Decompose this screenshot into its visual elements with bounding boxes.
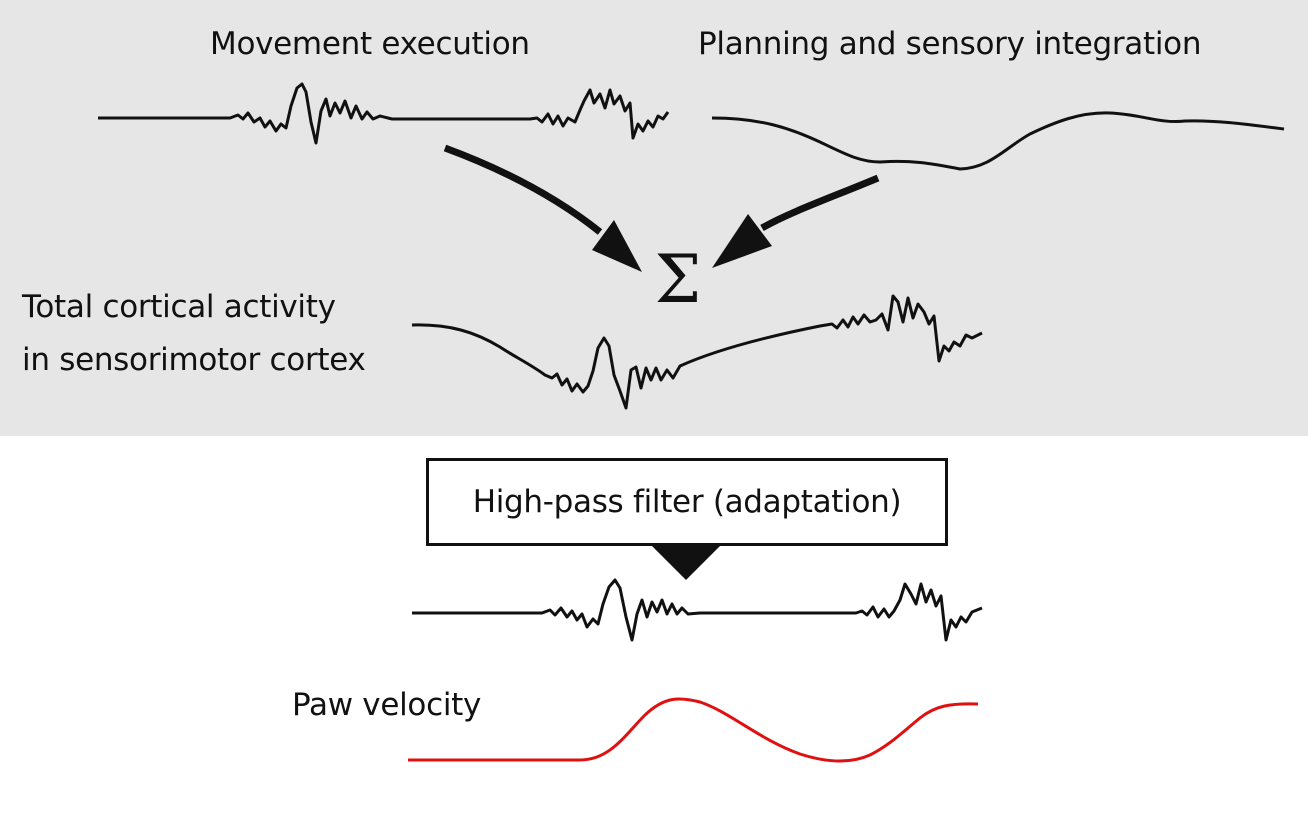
paw-velocity-label: Paw velocity [292, 687, 482, 723]
filter-output-arrow [650, 544, 722, 580]
total-activity-label-line2: in sensorimotor cortex [22, 342, 366, 378]
total-activity-trace [411, 294, 983, 410]
paw-velocity-trace [408, 697, 979, 763]
left-arrow-head [592, 220, 642, 272]
planning-label: Planning and sensory integration [698, 26, 1202, 62]
gray-panel [0, 0, 1308, 436]
right-arrow-shaft [760, 174, 880, 232]
movement-execution-label: Movement execution [210, 26, 530, 62]
total-activity-label-line1: Total cortical activity [22, 289, 336, 325]
movement-execution-trace [98, 82, 670, 145]
left-arrow-shaft [443, 144, 603, 235]
filtered-trace [412, 578, 983, 642]
sum-symbol: Σ [655, 241, 702, 318]
high-pass-filter-label: High-pass filter (adaptation) [472, 484, 902, 520]
planning-trace [711, 111, 1285, 171]
right-arrow-head [712, 214, 772, 268]
